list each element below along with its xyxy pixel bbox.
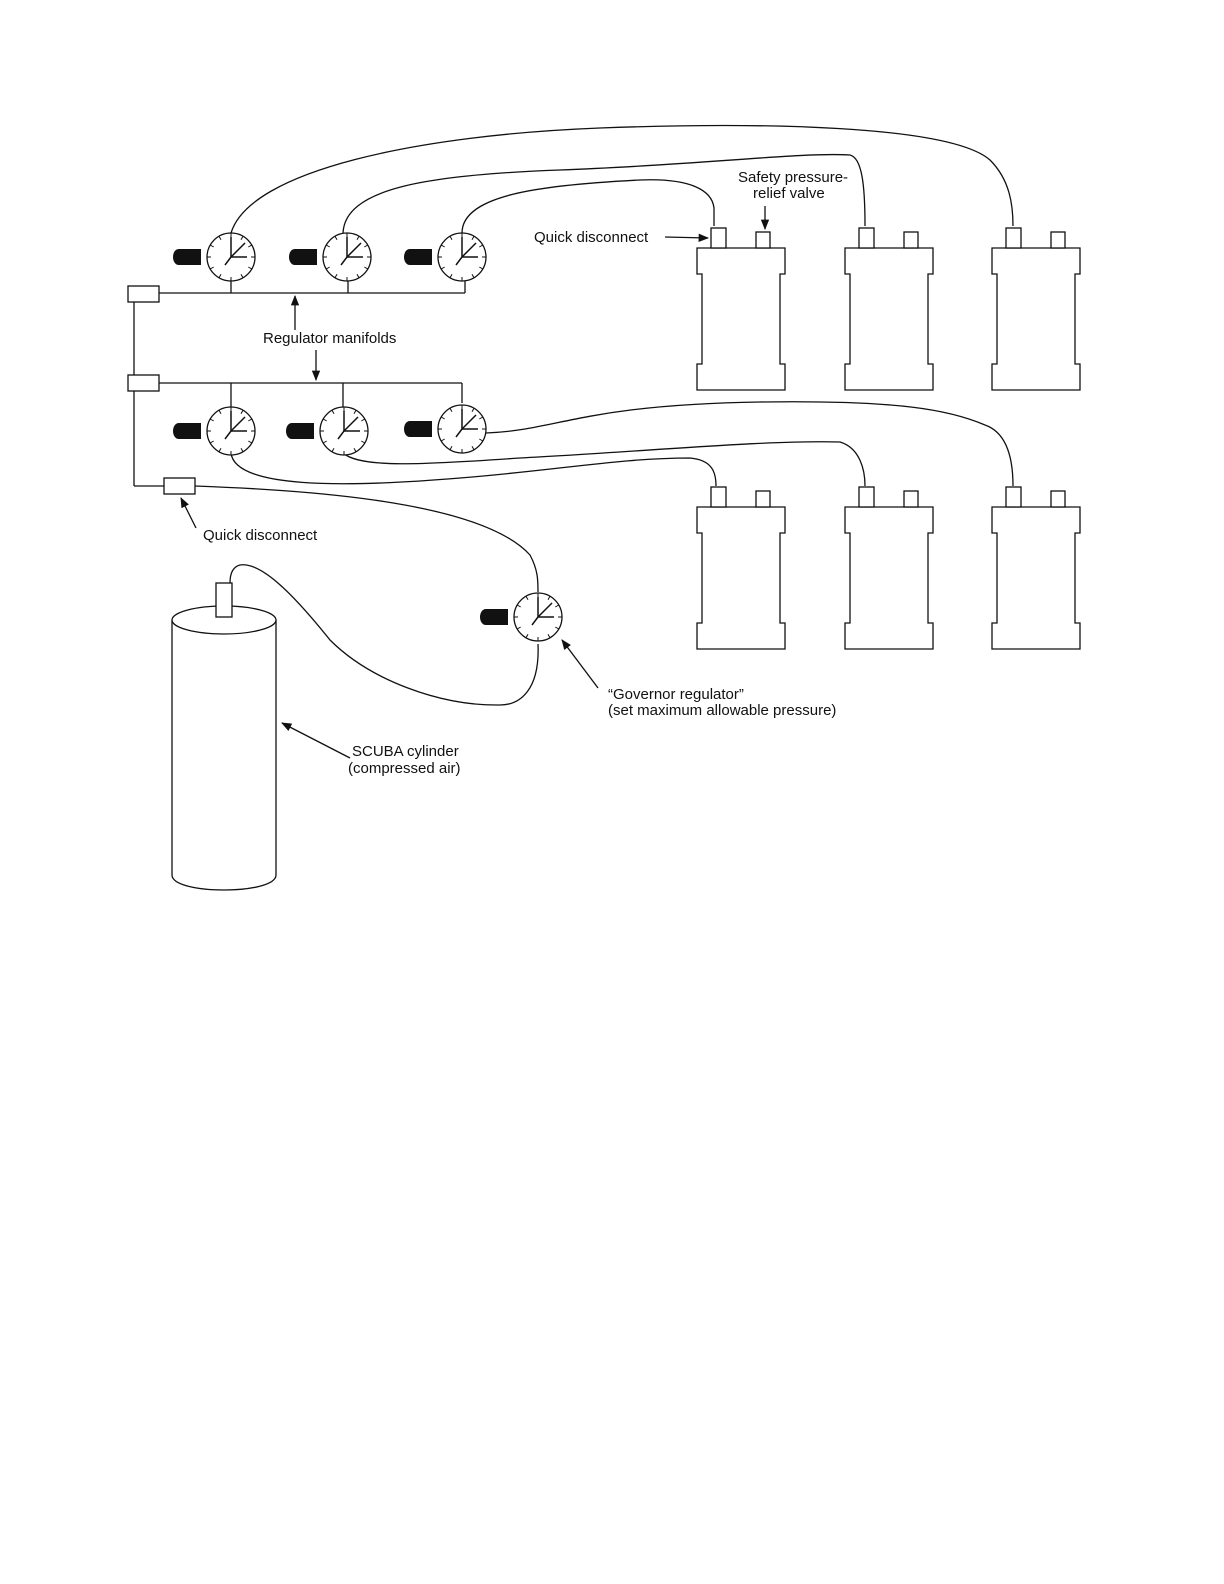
regulator-manifolds-label: Regulator manifolds	[263, 330, 396, 347]
manifold-connector-top	[128, 286, 159, 302]
governor-label-line2: (set maximum allowable pressure)	[608, 702, 836, 719]
quick-disconnect-fitting	[164, 478, 195, 494]
canister-icon	[992, 487, 1080, 649]
manifold-connector-middle	[128, 375, 159, 391]
safety-valve-label-line1: Safety pressure-	[738, 169, 848, 186]
scuba-label-line1: SCUBA cylinder	[352, 743, 459, 760]
quick-disconnect-bottom-label: Quick disconnect	[203, 527, 318, 544]
quick-disconnect-top-label: Quick disconnect	[534, 229, 649, 246]
governor-label-line1: “Governor regulator”	[608, 686, 744, 703]
governor-regulator-gauge-icon	[480, 593, 562, 641]
regulator-gauge-icon	[173, 407, 255, 455]
hose-bottom-c	[231, 453, 716, 486]
hose-bottom-a	[486, 402, 985, 433]
regulator-gauge-icon	[404, 233, 486, 281]
hose-top-3	[462, 180, 714, 233]
regulator-gauges	[173, 233, 562, 641]
cylinder-valve	[216, 583, 232, 617]
regulator-gauge-icon	[173, 233, 255, 281]
canister-icon	[845, 487, 933, 649]
scuba-label-line2: (compressed air)	[348, 760, 461, 777]
canister-icon	[992, 228, 1080, 390]
test-canisters	[697, 228, 1080, 649]
canister-icon	[845, 228, 933, 390]
scuba-cylinder	[172, 583, 276, 890]
canister-icon	[697, 228, 785, 390]
safety-valve-label-line2: relief valve	[753, 185, 825, 202]
regulator-gauge-icon	[404, 405, 486, 453]
hose-bottom-b	[343, 442, 865, 486]
canister-icon	[697, 487, 785, 649]
manifold-frame	[128, 281, 465, 494]
regulator-gauge-icon	[286, 407, 368, 455]
regulator-gauge-icon	[289, 233, 371, 281]
